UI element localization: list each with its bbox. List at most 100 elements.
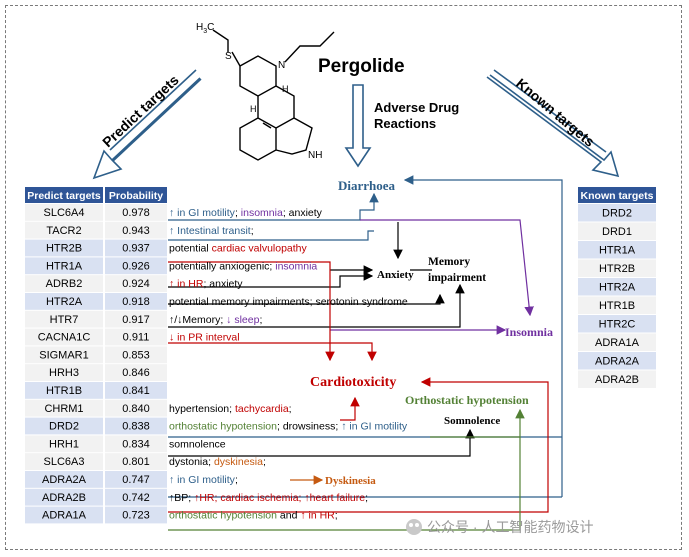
annotation-line: ↑BP; ↑HR; cardiac ischemia; ↑heart failu… — [169, 492, 368, 504]
annotation-line: potential cardiac valvulopathy — [169, 243, 308, 255]
known-header: Known targets — [581, 190, 654, 202]
known-target: DRD2 — [602, 208, 632, 220]
row-target: CACNA1C — [38, 332, 91, 344]
annotation-line: ↑ in HR; anxiety — [169, 278, 243, 290]
row-probability: 0.918 — [122, 296, 150, 308]
effect-memory-line2: impairment — [428, 272, 486, 284]
row-target: SIGMAR1 — [39, 349, 89, 361]
table-row: HRH1 0.834 — [25, 435, 167, 453]
row-target: HTR7 — [50, 314, 79, 326]
annotation-line: ↑ in GI motility; insomnia; anxiety — [169, 207, 323, 219]
row-probability: 0.943 — [122, 225, 150, 237]
known-target: DRD1 — [602, 226, 632, 238]
row-probability: 0.834 — [122, 438, 150, 450]
row-probability: 0.747 — [122, 474, 150, 486]
list-item: ADRA2B — [578, 370, 656, 388]
effect-orthostatic: Orthostatic hypotension — [405, 393, 529, 407]
list-item: HTR2A — [578, 278, 656, 296]
known-target: HTR1B — [599, 300, 635, 312]
row-probability: 0.978 — [122, 207, 150, 219]
known-target: ADRA2B — [595, 374, 639, 386]
known-targets-label: Known targets — [513, 75, 598, 150]
effect-memory-line1: Memory — [428, 256, 470, 268]
row-target: HRH1 — [49, 438, 79, 450]
predict-header-probability: Probability — [109, 190, 163, 202]
table-row: SIGMAR1 0.853 — [25, 346, 167, 364]
table-row: SLC6A4 0.978 — [25, 204, 167, 221]
annotation-line: somnolence — [169, 438, 226, 450]
row-probability: 0.853 — [122, 349, 150, 361]
row-probability: 0.911 — [123, 332, 150, 344]
annotation-line: ↑/↓Memory; ↓ sleep; — [169, 314, 262, 326]
row-probability: 0.838 — [122, 421, 150, 433]
annotation-line: ↑ Intestinal transit; — [169, 225, 254, 237]
row-target: DRD2 — [49, 421, 79, 433]
known-target: HTR1A — [599, 245, 636, 257]
drug-name: Pergolide — [318, 56, 405, 77]
list-item: HTR1B — [578, 296, 656, 314]
list-item: HTR2C — [578, 315, 656, 333]
known-target: HTR2B — [599, 263, 635, 275]
list-item: DRD2 — [578, 204, 656, 222]
predict-header-target: Predict targets — [27, 190, 101, 202]
svg-text:H: H — [282, 84, 289, 94]
effect-insomnia: Insomnia — [505, 325, 553, 339]
effect-dyskinesia: Dyskinesia — [325, 475, 376, 487]
annotation-line: orthostatic hypotension and ↑ in HR; — [169, 510, 338, 522]
structure-labels: H3C S N H H NH — [196, 22, 322, 161]
row-probability: 0.926 — [122, 260, 150, 272]
adr-label-line1: Adverse Drug — [374, 100, 459, 115]
row-target: ADRA1A — [42, 510, 87, 522]
row-probability: 0.917 — [122, 314, 150, 326]
table-row: ADRA1A 0.723 — [25, 506, 167, 524]
table-row: SLC6A3 0.801 — [25, 453, 167, 470]
row-target: SLC6A3 — [44, 456, 85, 468]
effect-anxiety: Anxiety — [377, 269, 414, 281]
row-target: HTR2A — [46, 296, 83, 308]
row-probability: 0.846 — [122, 367, 150, 379]
table-row: DRD2 0.838 — [25, 417, 167, 435]
svg-text:H3C: H3C — [196, 22, 214, 35]
row-probability: 0.742 — [122, 492, 150, 504]
table-row: ADRA2B 0.742 — [25, 488, 167, 506]
annotation-line: ↑ in GI motility; — [169, 474, 238, 486]
table-row: HTR7 0.917 — [25, 310, 167, 328]
annotation-line: orthostatic hypotension; drowsiness; ↑ i… — [169, 421, 408, 433]
adr-arrow: Adverse Drug Reactions — [344, 84, 459, 168]
row-target: ADRB2 — [46, 278, 83, 290]
row-target: ADRA2A — [42, 474, 87, 486]
row-probability: 0.723 — [122, 510, 150, 522]
table-row: HTR2A 0.918 — [25, 293, 167, 310]
effect-labels: Diarrhoea Anxiety Memory impairment Inso… — [310, 178, 553, 487]
row-target: ADRA2B — [42, 492, 86, 504]
annotation-line: potential memory impairments; serotonin … — [169, 296, 408, 308]
annotation-line: ↓ in PR interval — [169, 332, 240, 344]
svg-text:N: N — [278, 60, 285, 71]
list-item: DRD1 — [578, 222, 656, 240]
row-probability: 0.801 — [122, 456, 150, 468]
row-target: SLC6A4 — [44, 207, 85, 219]
predict-arrow: Predict targets — [92, 69, 202, 180]
table-row: HTR1A 0.926 — [25, 257, 167, 275]
known-arrow: Known targets — [486, 69, 620, 178]
table-row: ADRA2A 0.747 — [25, 471, 167, 488]
list-item: HTR1A — [578, 241, 656, 259]
annotation-line: hypertension; tachycardia; — [169, 403, 292, 415]
list-item: ADRA1A — [578, 333, 656, 351]
svg-text:H: H — [250, 104, 257, 114]
effect-diarrhoea: Diarrhoea — [338, 178, 396, 193]
target-annotations: ↑ in GI motility; insomnia; anxiety ↑ Int… — [169, 207, 408, 522]
row-probability: 0.840 — [122, 403, 150, 415]
row-target: HTR1A — [46, 260, 83, 272]
list-item: HTR2B — [578, 259, 656, 277]
list-item: ADRA2A — [578, 352, 656, 370]
connections — [168, 175, 563, 531]
